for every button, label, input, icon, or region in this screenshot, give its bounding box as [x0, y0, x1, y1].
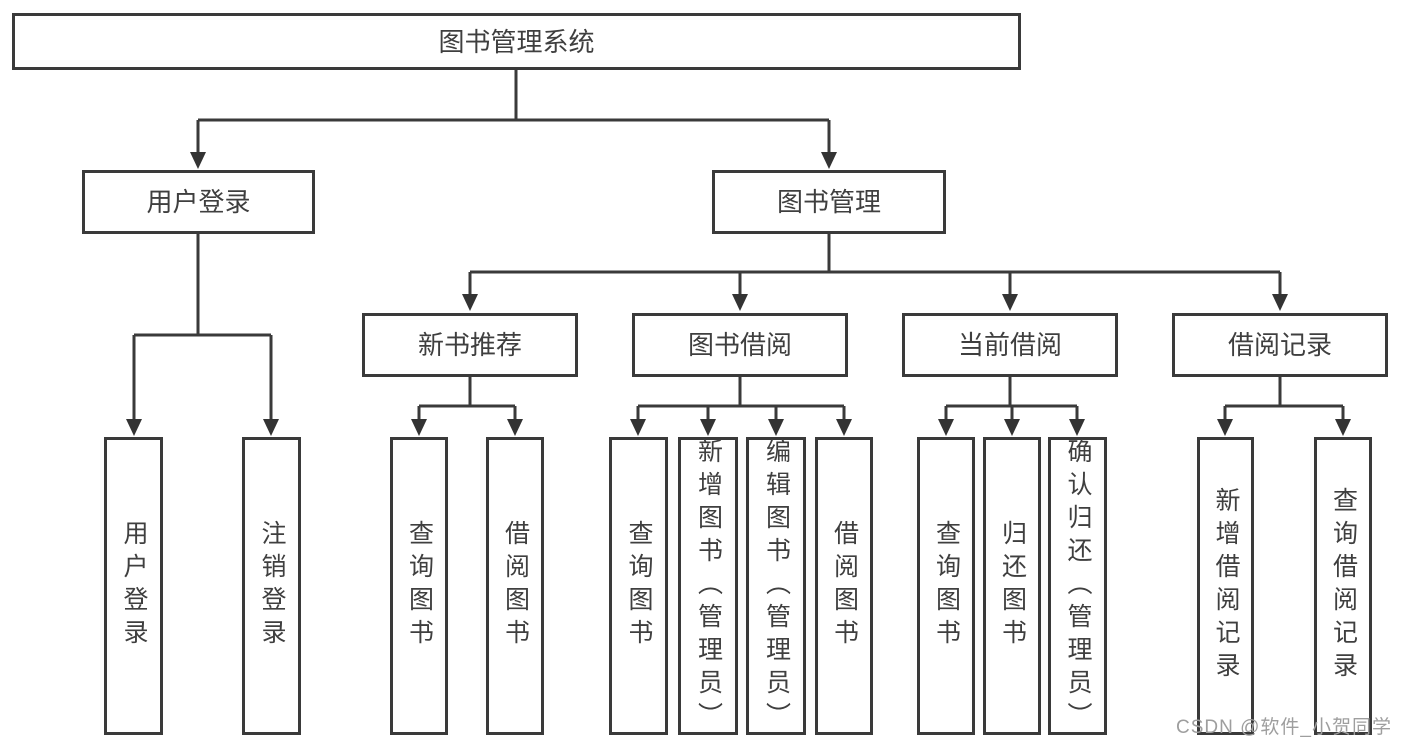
leaf-label: 查询图书: [932, 520, 961, 652]
node-current-borrowing: 当前借阅: [902, 313, 1118, 377]
node-label: 当前借阅: [957, 330, 1062, 360]
leaf-label: 新增图书（管理员）: [694, 437, 723, 735]
leaf-label: 用户登录: [120, 520, 148, 652]
arrowhead: [263, 419, 279, 436]
arrowhead: [411, 419, 427, 436]
node-label: 图书借阅: [687, 330, 792, 360]
leaf-label: 确认归还（管理员）: [1064, 437, 1092, 735]
arrowhead: [630, 419, 646, 436]
connector-currentborrow-to-leaves: [944, 377, 1079, 420]
leaf-label: 借阅图书: [830, 520, 859, 652]
leaf-logout: 注销登录: [242, 437, 301, 735]
leaf-label: 查询图书: [625, 520, 653, 652]
connector-bookborrow-to-leaves: [636, 377, 846, 420]
node-label: 图书管理系统: [438, 26, 595, 57]
leaf-borrow-query-books: 查询图书: [609, 437, 668, 735]
leaf-borrow-edit-books-admin: 编辑图书（管理员）: [746, 437, 806, 735]
arrowhead: [1069, 419, 1085, 436]
leaf-borrow-add-books-admin: 新增图书（管理员）: [678, 437, 738, 735]
node-label: 新书推荐: [417, 330, 522, 360]
leaf-label: 借阅图书: [501, 520, 530, 652]
arrowhead: [836, 419, 852, 436]
arrowhead: [190, 152, 206, 169]
arrowhead: [938, 419, 954, 436]
leaf-label: 查询借阅记录: [1329, 487, 1358, 685]
leaf-current-confirm-return-admin: 确认归还（管理员）: [1048, 437, 1107, 735]
node-book-borrowing: 图书借阅: [632, 313, 848, 377]
leaf-current-return-books: 归还图书: [983, 437, 1041, 735]
leaf-records-query-record: 查询借阅记录: [1314, 437, 1372, 735]
leaf-newbook-query-books: 查询图书: [390, 437, 448, 735]
node-label: 图书管理: [776, 187, 881, 217]
connector-bookmgmt-to-level3: [468, 234, 1282, 295]
leaf-borrow-borrow-books: 借阅图书: [815, 437, 873, 735]
leaf-current-query-books: 查询图书: [917, 437, 975, 735]
connector-records-to-leaves: [1223, 377, 1345, 420]
node-new-book-recommendation: 新书推荐: [362, 313, 578, 377]
leaf-label: 查询图书: [405, 520, 434, 652]
arrowhead: [1217, 419, 1233, 436]
leaf-label: 编辑图书（管理员）: [762, 437, 791, 735]
arrowhead: [1004, 419, 1020, 436]
node-label: 借阅记录: [1227, 330, 1332, 360]
arrowhead: [732, 294, 748, 311]
arrowhead: [507, 419, 523, 436]
leaf-records-add-record: 新增借阅记录: [1197, 437, 1254, 735]
arrowhead: [462, 294, 478, 311]
leaf-newbook-borrow-books: 借阅图书: [486, 437, 544, 735]
node-library-system: 图书管理系统: [12, 13, 1021, 70]
connector-userlogin-to-leaves: [132, 234, 273, 420]
node-book-management: 图书管理: [712, 170, 946, 234]
arrowhead: [1272, 294, 1288, 311]
arrowhead: [1335, 419, 1351, 436]
leaf-label: 归还图书: [998, 520, 1027, 652]
connector-root-to-level2: [196, 70, 831, 153]
leaf-label: 新增借阅记录: [1212, 487, 1240, 685]
leaf-user-login: 用户登录: [104, 437, 163, 735]
arrowhead: [1002, 294, 1018, 311]
arrowhead: [768, 419, 784, 436]
node-label: 用户登录: [146, 187, 251, 217]
arrowhead: [700, 419, 716, 436]
node-user-login: 用户登录: [82, 170, 315, 234]
connector-newbook-to-leaves: [417, 377, 517, 420]
node-borrowing-records: 借阅记录: [1172, 313, 1388, 377]
arrowhead: [126, 419, 142, 436]
arrowhead: [821, 152, 837, 169]
leaf-label: 注销登录: [258, 520, 286, 652]
csdn-watermark: CSDN @软件_小贺同学: [1176, 717, 1392, 738]
